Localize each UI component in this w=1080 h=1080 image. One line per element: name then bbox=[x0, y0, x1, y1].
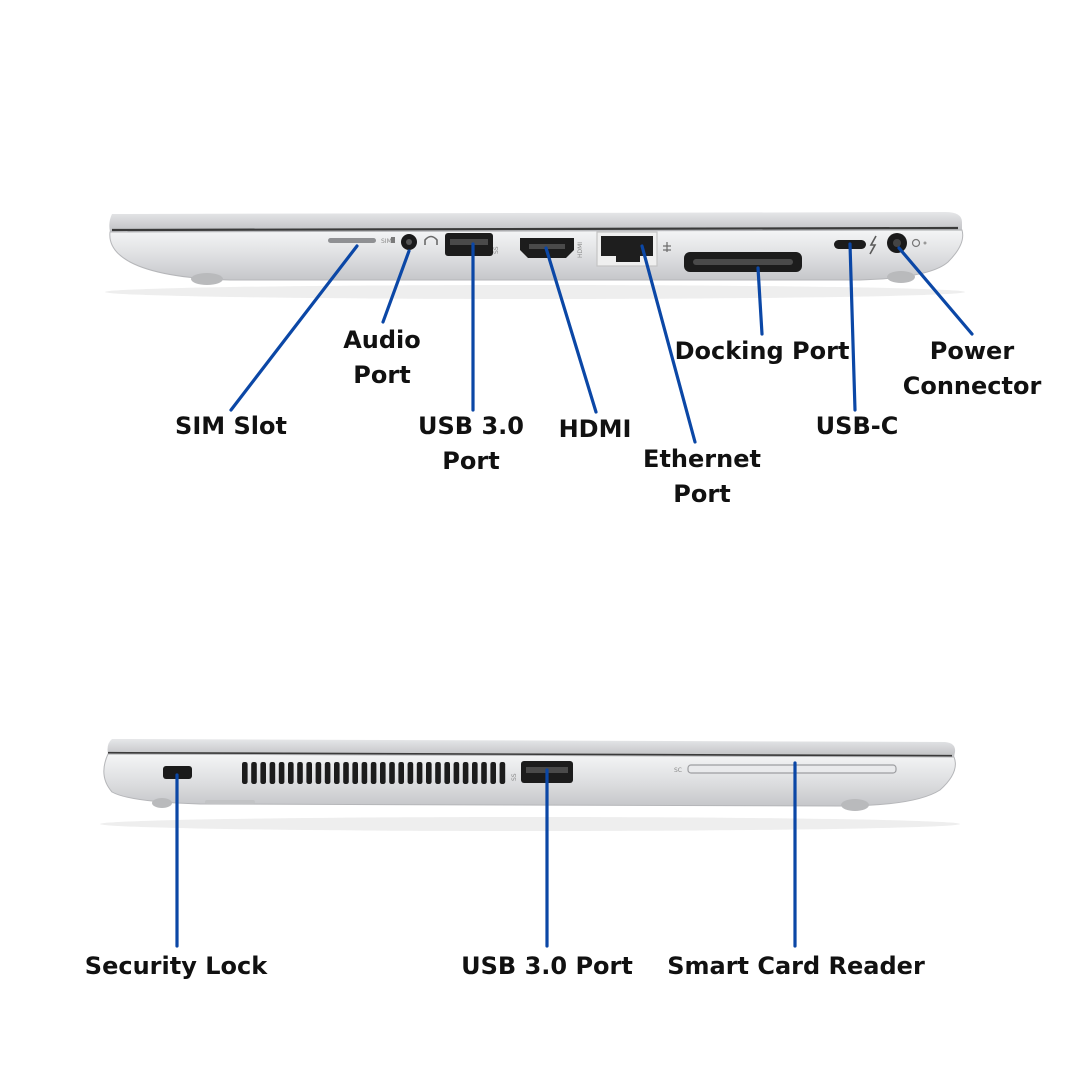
vent-slat bbox=[315, 762, 322, 784]
foot bbox=[887, 271, 915, 283]
vent-slat bbox=[361, 762, 368, 784]
vent-slat bbox=[499, 762, 506, 784]
power-icon bbox=[911, 238, 921, 248]
label-ethernet-port: Ethernet Port bbox=[643, 442, 761, 512]
usb-marking: SS bbox=[493, 246, 500, 254]
vent-slat bbox=[380, 762, 386, 784]
docking-port-pins bbox=[693, 259, 793, 265]
label-usb3-port-right: USB 3.0 Port bbox=[418, 409, 524, 479]
foot bbox=[841, 799, 869, 811]
sc-marking: SC bbox=[674, 767, 682, 774]
vent-slat bbox=[278, 762, 285, 784]
label-usb-c: USB-C bbox=[815, 412, 899, 440]
laptop-right-side: SIM SS HDMI bbox=[105, 212, 965, 299]
ethernet-port-latch bbox=[616, 256, 640, 262]
hdmi-marking: HDMI bbox=[577, 242, 584, 258]
vent-slat bbox=[370, 762, 377, 784]
label-audio-port: Audio Port bbox=[343, 323, 421, 393]
vent-slat bbox=[260, 762, 266, 784]
vent-slat bbox=[324, 762, 331, 784]
vent-slat bbox=[352, 762, 358, 784]
label-sim-slot: SIM Slot bbox=[175, 412, 287, 440]
thunderbolt-icon bbox=[869, 235, 877, 255]
foot bbox=[191, 273, 223, 285]
vent-slat bbox=[242, 762, 248, 784]
label-power-connector: Power Connector bbox=[903, 334, 1042, 404]
vent-slat bbox=[426, 762, 432, 784]
label-usb3-port-left: USB 3.0 Port bbox=[461, 952, 633, 980]
label-security-lock: Security Lock bbox=[84, 952, 268, 980]
smart-card-slot bbox=[687, 764, 897, 774]
vent-slat bbox=[269, 762, 276, 784]
security-lock-slot bbox=[163, 766, 192, 779]
sim-slot-opening bbox=[328, 238, 376, 243]
vent-slat bbox=[453, 762, 460, 784]
vent-slat bbox=[462, 762, 469, 784]
vent-slat bbox=[490, 762, 496, 784]
sim-icon bbox=[391, 237, 395, 243]
shadow bbox=[100, 817, 960, 831]
hdmi-port-contacts bbox=[529, 244, 565, 249]
label-ethernet-line1: Ethernet bbox=[643, 445, 761, 473]
lid bbox=[107, 739, 956, 757]
power-led bbox=[923, 241, 927, 245]
leader-hdmi bbox=[544, 246, 598, 414]
headphone-icon bbox=[424, 235, 438, 245]
audio-jack-inner bbox=[406, 239, 412, 245]
laptop-left-side: SS SC bbox=[100, 739, 960, 831]
vent-slat bbox=[343, 762, 349, 784]
cooling-vents bbox=[242, 762, 506, 784]
label-smart-card-reader: Smart Card Reader bbox=[667, 952, 925, 980]
foot bbox=[205, 800, 255, 804]
ethernet-port-opening bbox=[601, 236, 653, 256]
usb-marking: SS bbox=[511, 773, 518, 781]
leader-ethernet-port bbox=[640, 244, 697, 444]
foot bbox=[152, 798, 172, 808]
vent-slat bbox=[398, 762, 404, 784]
label-power-line1: Power bbox=[929, 337, 1015, 365]
vent-slat bbox=[435, 762, 441, 784]
label-docking-port: Docking Port bbox=[674, 337, 850, 365]
usb3-port-tongue bbox=[450, 239, 488, 245]
sim-marking: SIM bbox=[381, 238, 392, 245]
leader-power-connector bbox=[897, 246, 974, 336]
label-usb3-line1: USB 3.0 bbox=[418, 412, 524, 440]
lid bbox=[109, 212, 963, 232]
hinge-line bbox=[107, 751, 953, 758]
power-connector-pin bbox=[893, 239, 901, 247]
leader-audio-port bbox=[381, 249, 411, 324]
vent-slat bbox=[297, 762, 303, 784]
vent-slat bbox=[481, 762, 487, 784]
label-power-line2: Connector bbox=[902, 372, 1042, 400]
vent-slat bbox=[416, 762, 423, 784]
vent-slat bbox=[472, 762, 478, 784]
vent-slat bbox=[444, 762, 450, 784]
vent-slat bbox=[251, 762, 257, 784]
vent-slat bbox=[389, 762, 395, 784]
leader-docking-port bbox=[756, 266, 764, 336]
network-icon bbox=[663, 242, 671, 252]
vent-slat bbox=[306, 762, 312, 784]
label-hdmi: HDMI bbox=[558, 415, 632, 443]
vent-slat bbox=[407, 762, 414, 784]
leader-usb-c bbox=[848, 242, 857, 412]
leader-sim-slot bbox=[229, 244, 359, 412]
vent-slat bbox=[334, 762, 340, 784]
hinge-line bbox=[111, 226, 959, 232]
label-audio-port-line1: Audio bbox=[343, 326, 421, 354]
label-ethernet-line2: Port bbox=[673, 480, 731, 508]
shadow bbox=[105, 285, 965, 299]
label-audio-port-line2: Port bbox=[353, 361, 411, 389]
label-usb3-line2: Port bbox=[442, 447, 500, 475]
vent-slat bbox=[288, 762, 294, 784]
